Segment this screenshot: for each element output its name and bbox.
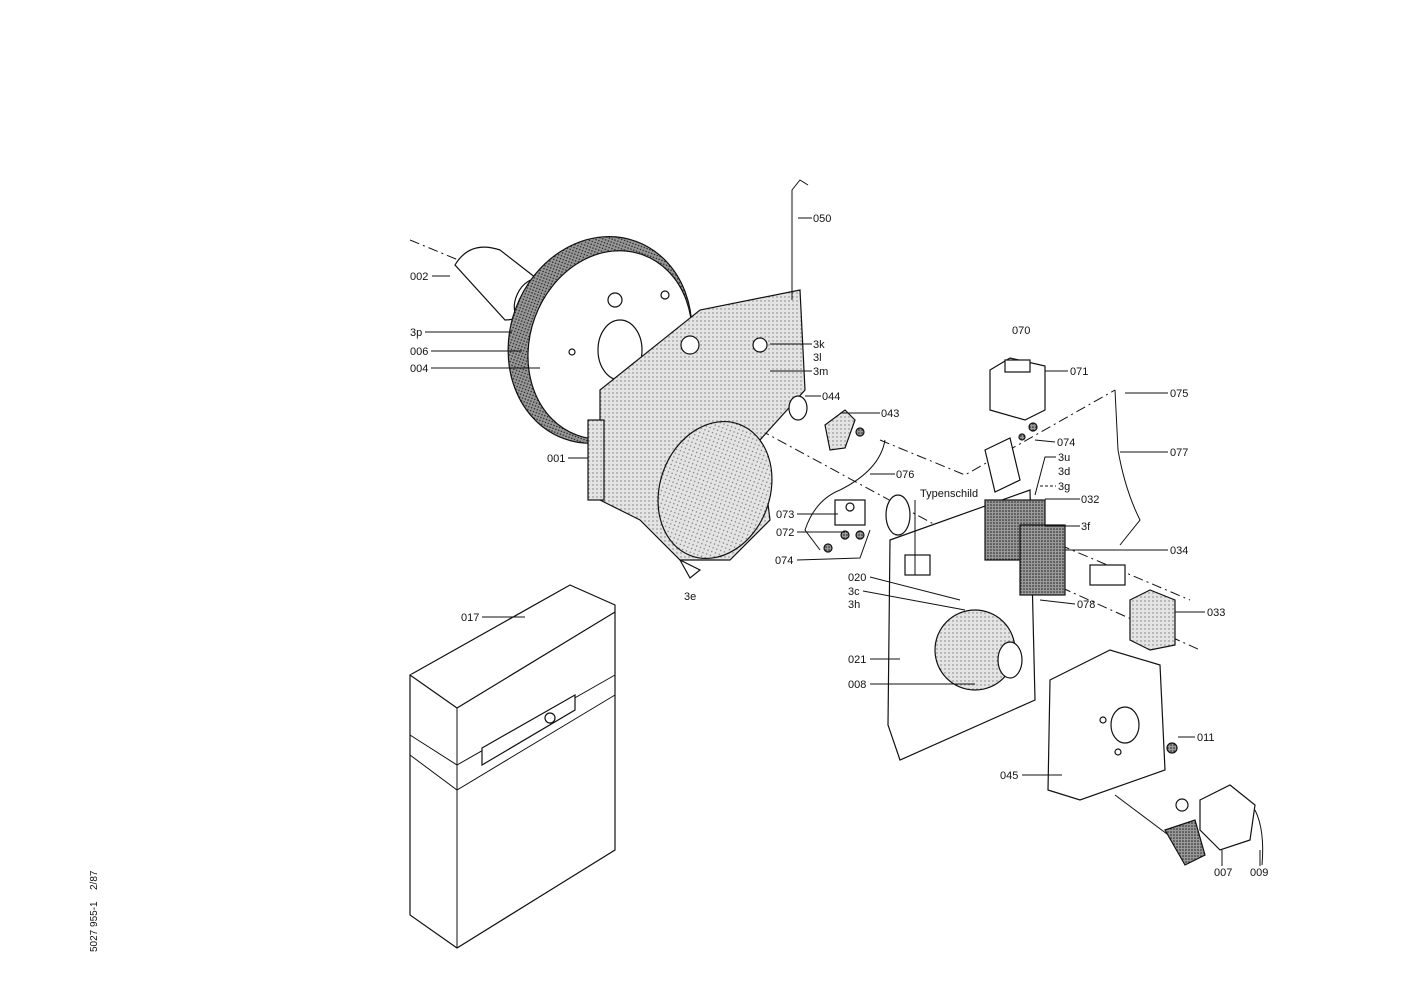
part-007-plug	[1114, 784, 1256, 866]
part-077-photo-cell-cable	[1114, 389, 1141, 546]
label-3e: 3e	[684, 591, 696, 603]
label-001: 001	[547, 453, 565, 465]
label-3p: 3p	[410, 327, 422, 339]
label-3l: 3l	[813, 352, 822, 364]
part-076-cable	[804, 439, 886, 551]
part-011-nut	[1166, 742, 1178, 754]
label-043: 043	[881, 408, 899, 420]
label-074-valve: 074	[775, 555, 793, 567]
label-3m: 3m	[813, 366, 828, 378]
part-050-key-rod	[791, 179, 809, 300]
label-033: 033	[1207, 607, 1225, 619]
label-3c: 3c	[848, 586, 860, 598]
label-034: 034	[1170, 545, 1188, 557]
part-071-control-box	[984, 357, 1046, 493]
part-labels: 050 002 3p 006 004 001 3k 3l 3m 044 043 …	[410, 213, 1268, 879]
label-075: 075	[1170, 388, 1188, 400]
leader-lines	[425, 217, 1261, 866]
part-043-cover	[824, 409, 856, 451]
part-033-cover-piece	[1129, 589, 1176, 651]
part-073-solenoid-valve	[823, 499, 866, 553]
label-032: 032	[1081, 494, 1099, 506]
label-072: 072	[776, 527, 794, 539]
label-077: 077	[1170, 447, 1188, 459]
part-009-wire	[1254, 809, 1264, 866]
label-3u: 3u	[1058, 452, 1070, 464]
label-020: 020	[848, 572, 866, 584]
label-078: 078	[1077, 599, 1095, 611]
label-007: 007	[1214, 867, 1232, 879]
part-008-pump-motor	[934, 609, 1023, 691]
label-006: 006	[410, 346, 428, 358]
label-3k: 3k	[813, 339, 825, 351]
part-coupling	[885, 494, 911, 536]
label-044: 044	[822, 391, 840, 403]
document-number: 5027 955-1	[89, 901, 100, 952]
label-3h: 3h	[848, 599, 860, 611]
label-071: 071	[1070, 366, 1088, 378]
part-043-screw	[855, 427, 865, 437]
label-070: 070	[1012, 325, 1030, 337]
document-date: 2/87	[89, 870, 100, 890]
label-004: 004	[410, 363, 428, 375]
label-002: 002	[410, 271, 428, 283]
label-009: 009	[1250, 867, 1268, 879]
label-076: 076	[896, 469, 914, 481]
label-3f: 3f	[1081, 521, 1091, 533]
part-017-control-cabinet	[409, 584, 616, 949]
part-045-burner-hood	[1047, 649, 1166, 801]
label-typenschild: Typenschild	[920, 488, 978, 500]
label-008: 008	[848, 679, 866, 691]
part-001-burner-housing	[587, 289, 806, 579]
part-connector	[1089, 564, 1126, 586]
label-021: 021	[848, 654, 866, 666]
label-050: 050	[813, 213, 831, 225]
label-045: 045	[1000, 770, 1018, 782]
label-011: 011	[1197, 732, 1215, 744]
label-073: 073	[776, 509, 794, 521]
label-3d: 3d	[1058, 466, 1070, 478]
part-034-terminal-block	[1019, 524, 1066, 596]
label-3g: 3g	[1058, 481, 1070, 493]
label-017: 017	[461, 612, 479, 624]
label-074-relay: 074	[1057, 437, 1075, 449]
part-044-gasket	[788, 395, 808, 421]
